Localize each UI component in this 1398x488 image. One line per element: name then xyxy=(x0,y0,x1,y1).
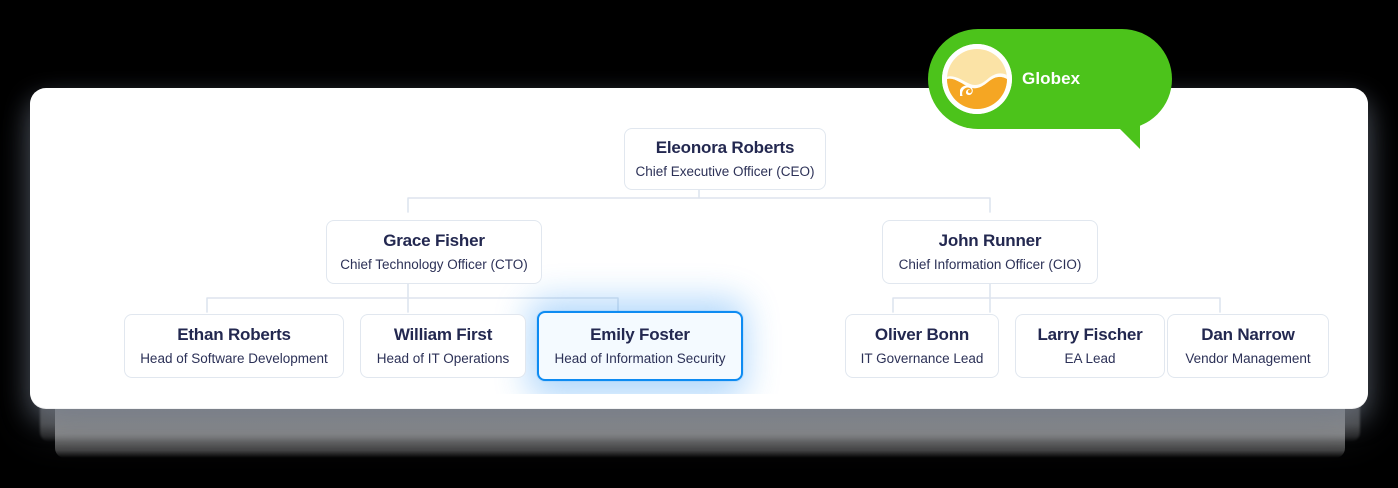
org-node-name: Larry Fischer xyxy=(1037,324,1143,344)
org-node-ea-lead[interactable]: Larry Fischer EA Lead xyxy=(1015,314,1165,378)
org-node-ceo[interactable]: Eleonora Roberts Chief Executive Officer… xyxy=(624,128,826,190)
org-node-name: Emily Foster xyxy=(590,324,690,344)
org-node-role: Chief Technology Officer (CTO) xyxy=(340,257,528,273)
org-node-vendor-management[interactable]: Dan Narrow Vendor Management xyxy=(1167,314,1329,378)
globex-badge[interactable]: Globex xyxy=(928,29,1172,149)
org-node-role: Head of IT Operations xyxy=(376,351,510,367)
org-node-it-operations[interactable]: William First Head of IT Operations xyxy=(360,314,526,378)
org-node-name: Grace Fisher xyxy=(383,230,485,250)
org-chart-canvas: Eleonora Roberts Chief Executive Officer… xyxy=(56,102,1342,394)
org-node-cto[interactable]: Grace Fisher Chief Technology Officer (C… xyxy=(326,220,542,284)
org-node-it-governance[interactable]: Oliver Bonn IT Governance Lead xyxy=(845,314,999,378)
org-node-name: Oliver Bonn xyxy=(874,324,970,344)
org-node-name: John Runner xyxy=(938,230,1042,250)
org-node-role: Chief Executive Officer (CEO) xyxy=(635,164,815,180)
org-node-role: Head of Software Development xyxy=(140,351,328,367)
panel-drop-shadow xyxy=(55,404,1345,458)
org-node-software-development[interactable]: Ethan Roberts Head of Software Developme… xyxy=(124,314,344,378)
org-node-name: Eleonora Roberts xyxy=(655,137,795,157)
org-node-role: Vendor Management xyxy=(1185,351,1311,367)
org-node-name: Ethan Roberts xyxy=(177,324,291,344)
org-node-role: EA Lead xyxy=(1064,351,1116,367)
org-node-information-security[interactable]: Emily Foster Head of Information Securit… xyxy=(537,311,743,381)
org-node-name: Dan Narrow xyxy=(1201,324,1295,344)
org-node-role: IT Governance Lead xyxy=(860,351,984,367)
globex-badge-label: Globex xyxy=(1022,69,1081,88)
org-node-role: Chief Information Officer (CIO) xyxy=(898,257,1082,273)
org-node-role: Head of Information Security xyxy=(554,351,726,367)
globex-logo-icon xyxy=(942,44,1012,114)
org-chart-panel: Eleonora Roberts Chief Executive Officer… xyxy=(30,88,1368,408)
org-node-cio[interactable]: John Runner Chief Information Officer (C… xyxy=(882,220,1098,284)
org-node-name: William First xyxy=(393,324,493,344)
